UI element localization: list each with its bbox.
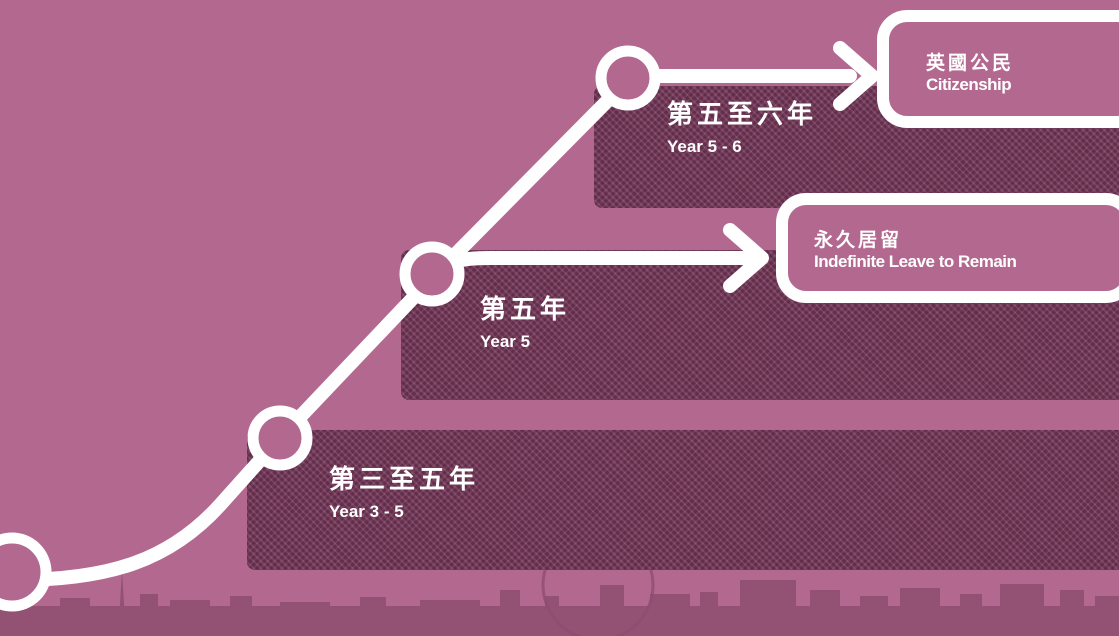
stage-title-zh: 第三至五年 (329, 465, 480, 495)
timeline-node-year5 (399, 241, 465, 307)
stage-title-en: Year 5 - 6 (667, 137, 742, 156)
destination-title-en: Citizenship (926, 75, 1012, 94)
destination-citizenship: 英國公民 Citizenship (877, 10, 1119, 128)
arrow-right-icon (723, 223, 769, 293)
arrow-right-icon (833, 41, 879, 111)
stage-title-en: Year 5 (480, 332, 531, 351)
destination-indefinite-leave: 永久居留 Indefinite Leave to Remain (776, 193, 1119, 303)
destination-title-en: Indefinite Leave to Remain (814, 252, 1017, 271)
timeline-node-start (0, 532, 52, 612)
branch-line-ilr (425, 251, 752, 285)
timeline-node-year3 (247, 405, 313, 471)
timeline-line (8, 73, 635, 587)
stage-title-en: Year 3 - 5 (329, 502, 404, 521)
timeline-node-year6 (595, 45, 661, 111)
stage-panel-year-3-5 (247, 430, 1119, 570)
stage-label-year-5-6: 第五至六年 Year 5 - 6 (667, 100, 817, 158)
destination-title-zh: 永久居留 (814, 229, 903, 251)
stage-title-zh: 第五年 (480, 295, 571, 325)
stage-label-year-5: 第五年 Year 5 (480, 295, 570, 353)
destination-title-zh: 英國公民 (926, 52, 1015, 74)
stage-title-zh: 第五至六年 (667, 100, 818, 130)
stage-label-year-3-5: 第三至五年 Year 3 - 5 (329, 465, 479, 523)
